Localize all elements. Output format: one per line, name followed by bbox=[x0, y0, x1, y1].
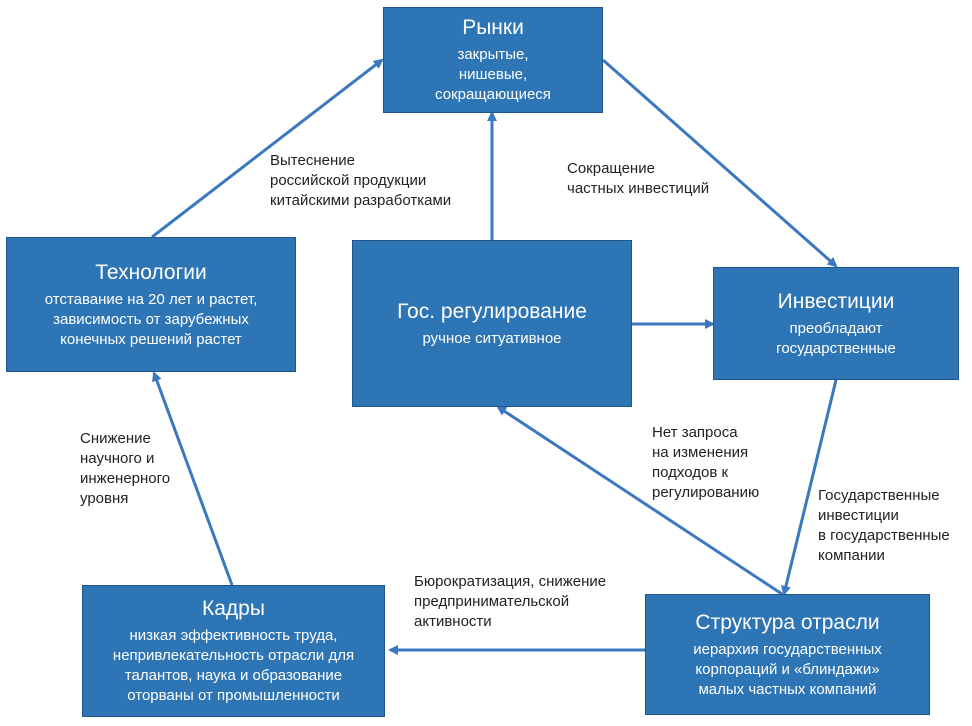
node-technologies-title: Технологии bbox=[95, 260, 207, 284]
node-regulation-title: Гос. регулирование bbox=[397, 299, 587, 323]
node-investments-title: Инвестиции bbox=[777, 289, 895, 313]
edge-label-structure-to-personnel: Бюрократизация, снижение предприниматель… bbox=[414, 573, 607, 630]
node-investments: Инвестиции преобладают государственные bbox=[713, 267, 959, 380]
arrow-personnel-to-tech bbox=[152, 371, 234, 586]
node-structure-title: Структура отрасли bbox=[695, 610, 880, 634]
arrow-investments-to-structure bbox=[781, 379, 838, 596]
node-markets-desc: закрытые, нишевые, сокращающиеся bbox=[435, 46, 551, 103]
node-personnel-desc: низкая эффективность труда, непривлекате… bbox=[112, 627, 355, 704]
node-markets: Рынки закрытые, нишевые, сокращающиеся bbox=[383, 7, 603, 113]
edge-label-tech-to-markets: Вытеснение российской продукции китайски… bbox=[270, 152, 452, 209]
edge-label-personnel-to-tech: Снижение научного и инженерного уровня bbox=[80, 430, 171, 507]
arrow-structure-to-regulation bbox=[496, 405, 783, 596]
node-structure-desc: иерархия государственных корпораций и «б… bbox=[693, 640, 882, 698]
arrow-tech-to-markets bbox=[151, 58, 384, 239]
edge-label-structure-to-regulation: Нет запроса на изменения подходов к регу… bbox=[652, 424, 760, 501]
node-structure: Структура отрасли иерархия государственн… bbox=[645, 594, 930, 715]
edge-label-markets-to-investments: Сокращение частных инвестиций bbox=[567, 160, 710, 197]
node-markets-title: Рынки bbox=[462, 16, 524, 39]
node-regulation-desc: ручное ситуативное bbox=[422, 329, 562, 347]
node-technologies-desc: отставание на 20 лет и растет, зависимос… bbox=[44, 290, 258, 348]
node-regulation: Гос. регулирование ручное ситуативное bbox=[352, 240, 632, 407]
node-technologies: Технологии отставание на 20 лет и растет… bbox=[6, 237, 296, 372]
node-personnel-title: Кадры bbox=[202, 597, 265, 620]
node-personnel: Кадры низкая эффективность труда, неприв… bbox=[82, 585, 385, 717]
node-investments-desc: преобладают государственные bbox=[776, 319, 896, 357]
edge-label-investments-to-structure: Государственные инвестиции в государстве… bbox=[818, 487, 950, 564]
arrow-markets-to-investments bbox=[602, 58, 838, 268]
